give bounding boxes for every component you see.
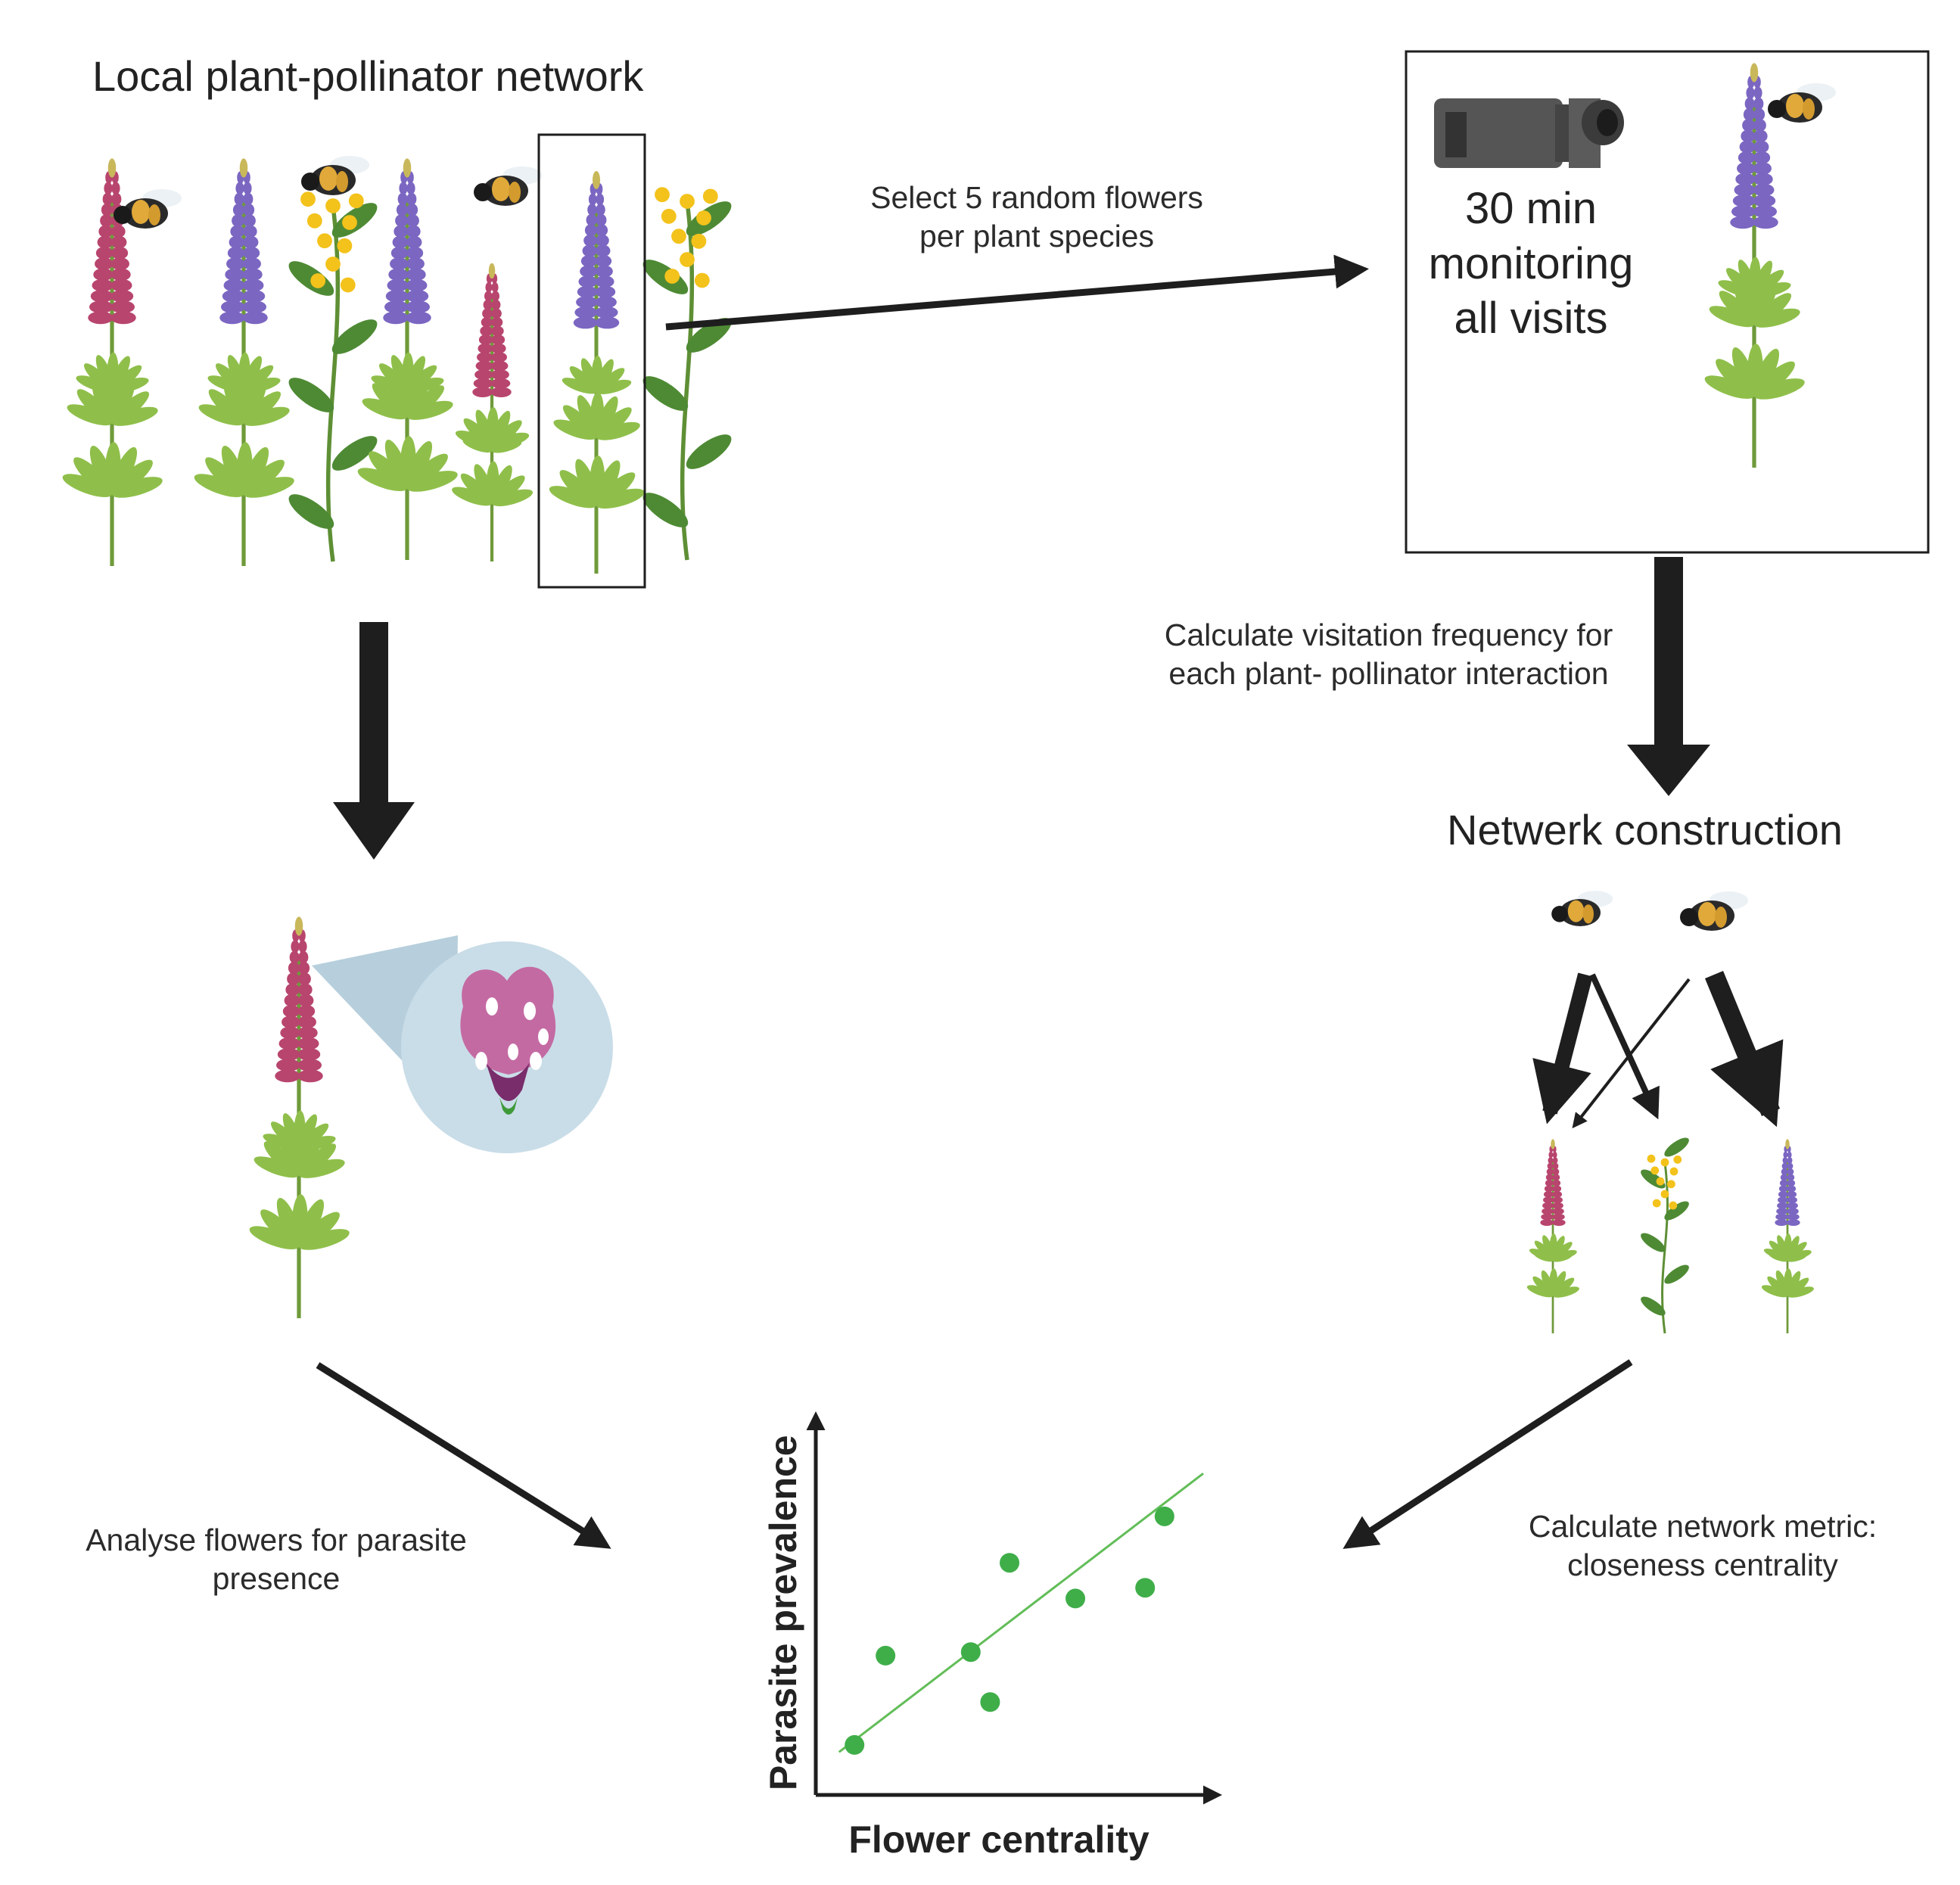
- plant-field-illustration: [62, 156, 732, 574]
- yellow-plant-2: [642, 187, 732, 561]
- select-note-line1: Select 5 random flowers: [870, 180, 1203, 215]
- trend-line: [838, 1473, 1204, 1753]
- monitoring-line2: monitoring: [1428, 238, 1634, 288]
- net-yellow-plant: [1641, 1137, 1689, 1334]
- metric-line1: Calculate network metric:: [1528, 1509, 1878, 1544]
- down-arrow-left: [333, 622, 415, 860]
- data-point-7: [1135, 1578, 1156, 1598]
- analyse-note: Analyse flowers for parasite presence: [45, 1521, 507, 1599]
- net-lupine-pink: [1526, 1139, 1579, 1333]
- visitation-note: Calculate visitation frequency for each …: [1120, 616, 1657, 694]
- analyse-line2: presence: [212, 1561, 341, 1597]
- down-arrow-right: [1627, 557, 1710, 796]
- bee-2: [301, 156, 369, 195]
- yellow-plant-1: [288, 191, 378, 562]
- page-title: Local plant-pollinator network: [92, 52, 644, 100]
- net-bee-1: [1551, 891, 1613, 926]
- bee-3: [474, 166, 542, 206]
- bee-1: [114, 189, 182, 229]
- select-note-line2: per plant species: [919, 219, 1154, 254]
- data-point-3: [960, 1642, 981, 1663]
- analyse-line1: Analyse flowers for parasite: [86, 1523, 467, 1557]
- visitation-line2: each plant- pollinator interaction: [1168, 656, 1609, 692]
- network-bees: [1551, 891, 1748, 931]
- monitor-bee: [1768, 83, 1836, 123]
- lupine-pink-2: [452, 263, 534, 561]
- network-title: Netwerk construction: [1447, 806, 1843, 854]
- data-point-2: [876, 1645, 896, 1666]
- lupine-pink-1: [62, 158, 163, 566]
- monitored-lupine-illustration: [1704, 63, 1836, 468]
- single-lupine-illustration: [249, 916, 350, 1318]
- x-axis-label: Flower centrality: [848, 1818, 1150, 1861]
- lupine-purple-2: [357, 158, 458, 560]
- monitoring-line1: 30 min: [1464, 184, 1598, 233]
- scatter-chart: [806, 1411, 1222, 1805]
- net-lupine-purple: [1761, 1139, 1814, 1333]
- metric-line2: closeness centrality: [1567, 1548, 1838, 1583]
- monitoring-line3: all visits: [1454, 294, 1608, 343]
- single-lupine: [249, 916, 350, 1318]
- data-point-6: [1066, 1588, 1086, 1609]
- selected-flower-box: [537, 133, 646, 589]
- network-arrows: [1532, 971, 1784, 1129]
- metric-arrow: [1342, 1359, 1633, 1549]
- network-plants: [1526, 1137, 1814, 1334]
- chart-marks: [838, 1473, 1204, 1755]
- data-point-8: [1154, 1506, 1174, 1526]
- lupine-purple-1: [194, 158, 294, 566]
- y-axis-label: Parasite prevalence: [761, 1435, 804, 1791]
- magnifier-lens: [312, 935, 613, 1153]
- camera-icon: [1434, 98, 1624, 168]
- visitation-line1: Calculate visitation frequency for: [1164, 617, 1613, 652]
- monitoring-text: 30 min monitoring all visits: [1406, 182, 1656, 347]
- monitor-lupine: [1704, 63, 1805, 468]
- net-bee-2: [1680, 891, 1748, 931]
- analyse-arrow: [316, 1362, 611, 1549]
- data-point-5: [1000, 1553, 1019, 1573]
- metric-note: Calculate network metric: closeness cent…: [1483, 1507, 1922, 1585]
- select-arrow: [665, 254, 1369, 331]
- select-note: Select 5 random flowers per plant specie…: [825, 179, 1249, 257]
- lupine-purple-3: [549, 171, 645, 574]
- data-point-1: [845, 1734, 865, 1755]
- data-point-4: [980, 1692, 1000, 1712]
